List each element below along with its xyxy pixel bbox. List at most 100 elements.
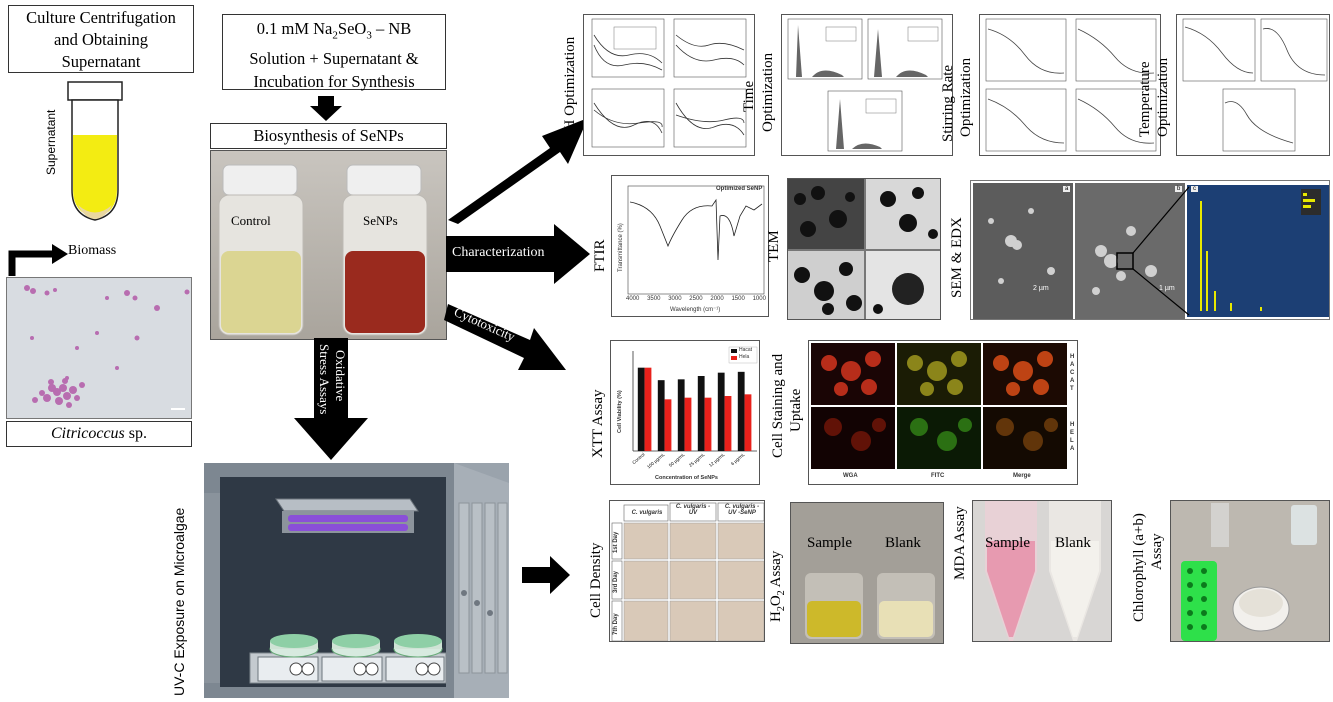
xtt-bar-hacat-2: [677, 379, 685, 451]
optimization-arrow: [448, 118, 588, 224]
supernatant-label: Supernatant: [44, 109, 58, 175]
chlorophyll-photo: [1170, 500, 1330, 642]
biomass-arrow: [8, 244, 68, 276]
ftir-label: FTIR: [592, 239, 608, 272]
chlorophyll-label-2: Assay: [1149, 533, 1165, 570]
cell-density-label: Cell Density: [588, 542, 604, 618]
xtt-category-label: 25 µg/mL: [688, 452, 706, 468]
legend-hela: Hela: [739, 354, 750, 360]
sem-tag-c: c: [1191, 186, 1198, 192]
xtt-ylabel: Cell Viability (%): [617, 390, 623, 433]
xtt-bar-hacat-4: [717, 372, 725, 451]
biosynthesis-title-box: Biosynthesis of SeNPs: [210, 123, 447, 149]
staining-col-fitc: FITC: [931, 473, 945, 479]
ph-optimization-charts: [583, 14, 755, 156]
bottles-photo: Control SeNPs: [210, 150, 447, 340]
ph-optimization-label: pH Optimization: [562, 36, 578, 138]
cell-staining-images: WGA FITC Merge HACAT HELA: [808, 340, 1078, 485]
cytotoxicity-arrow: [444, 304, 566, 370]
time-optimization-label-1: Time: [741, 80, 757, 112]
biomass-label: Biomass: [68, 243, 117, 258]
temperature-optimization-charts: [1176, 14, 1330, 156]
mda-sample-label: Sample: [985, 535, 1030, 551]
culture-title-line: and Obtaining: [54, 30, 148, 49]
xtt-bar-hela-4: [724, 396, 732, 451]
temperature-optimization-label-1: Temperature: [1137, 61, 1153, 137]
culture-title-box: Culture Centrifugation and Obtaining Sup…: [8, 5, 194, 73]
cd-col-1: C. vulgaris: [631, 510, 663, 516]
synthesis-line-2: Solution + Supernatant &: [249, 49, 419, 69]
xtt-label: XTT Assay: [590, 389, 606, 458]
citricoccus-micrograph: [6, 277, 192, 419]
control-label: Control: [231, 213, 271, 228]
cell-staining-label-1: Cell Staining and: [770, 353, 786, 458]
cd-row-2: 3rd Day: [613, 570, 619, 593]
staining-row-hela: HELA: [1070, 422, 1075, 452]
xtt-bar-hela-3: [704, 397, 712, 451]
cd-col-2: C. vulgaris - UV: [675, 504, 711, 516]
characterization-arrow: [446, 224, 590, 284]
culture-title-line: Supernatant: [61, 52, 141, 71]
mda-blank-label: Blank: [1055, 535, 1091, 551]
oxidative-label-2: Stress Assays: [317, 344, 332, 415]
xtt-bar-hacat-0: [637, 367, 645, 451]
legend-swatch-hela: [731, 356, 737, 360]
sem-images: 2 µm 1 µm a b c: [970, 180, 1330, 320]
h2o2-photo: Sample Blank: [790, 502, 944, 644]
sem-tag-b: b: [1175, 186, 1183, 192]
senps-label: SeNPs: [363, 213, 398, 228]
oxidative-stress-arrow: [294, 338, 368, 460]
time-optimization-charts: [781, 14, 953, 156]
staining-row-hacat: HACAT: [1070, 354, 1075, 392]
culture-title-line: Culture Centrifugation: [26, 8, 176, 27]
ftir-ylabel: Transmittance (%): [618, 223, 624, 272]
ftir-xlabel: Wavelength (cm⁻¹): [670, 307, 721, 313]
temperature-optimization-label-2: Optimization: [1155, 57, 1171, 137]
cell-staining-label-2: Uptake: [788, 388, 804, 432]
xtt-bar-hacat-3: [697, 376, 705, 451]
legend-swatch-hacat: [731, 349, 737, 353]
tem-label: TEM: [766, 230, 782, 262]
biosynthesis-title: Biosynthesis of SeNPs: [253, 126, 404, 145]
species-suffix: sp.: [124, 425, 147, 442]
cell-density-grid: C. vulgaris C. vulgaris - UV C. vulgaris…: [609, 500, 765, 642]
legend-hacat: Hacat: [739, 347, 753, 353]
xtt-bar-hacat-5: [737, 371, 745, 451]
xtt-bar-hela-1: [664, 399, 672, 451]
sem-tag-a: a: [1063, 186, 1071, 192]
xtt-category-label: 50 µg/mL: [668, 452, 686, 468]
synthesis-line-3: Incubation for Synthesis: [253, 72, 415, 92]
centrifuge-tube: [67, 81, 123, 221]
ftir-chart-title: Optimized SeNP: [716, 186, 763, 192]
mda-assay-label: MDA Assay: [952, 506, 968, 580]
chlorophyll-label-1: Chlorophyll (a+b): [1131, 513, 1147, 622]
stirring-optimization-label-2: Optimization: [958, 57, 974, 137]
staining-col-merge: Merge: [1013, 473, 1031, 479]
h2o2-assay-label: H2O2 Assay: [768, 550, 787, 622]
cd-row-3: 7th Day: [613, 613, 619, 635]
xtt-category-label: Control: [631, 452, 645, 465]
h2o2-blank-label: Blank: [885, 535, 921, 551]
stirring-optimization-label-1: Stirring Rate: [940, 64, 956, 142]
sem-edx-label: SEM & EDX: [949, 217, 965, 298]
xtt-bar-hela-5: [744, 394, 752, 451]
uv-exposure-label: UV-C Exposure on Microalgae: [171, 507, 187, 696]
down-arrow-synthesis: [310, 96, 342, 121]
characterization-arrow-label: Characterization: [452, 245, 545, 260]
uv-chamber-illustration: [204, 463, 509, 698]
sem-scale-a: 2 µm: [1033, 285, 1049, 292]
synthesis-box: 0.1 mM Na2SeO3 – NB Solution + Supernata…: [222, 14, 446, 92]
staining-col-wga: WGA: [843, 473, 858, 479]
oxidative-label-1: Oxidative: [333, 350, 348, 402]
xtt-category-label: 100 µg/mL: [646, 452, 666, 470]
species-genus: Citricoccus: [51, 425, 125, 442]
cd-row-1: 1st Day: [613, 531, 619, 553]
mda-photo: Sample Blank: [972, 500, 1112, 642]
time-optimization-label-2: Optimization: [760, 52, 776, 132]
species-label-box: Citricoccus sp.: [6, 421, 192, 447]
xtt-category-label: 12 µg/mL: [708, 452, 726, 468]
sem-scale-b: 1 µm: [1159, 285, 1175, 292]
xtt-bar-hela-2: [684, 397, 692, 451]
